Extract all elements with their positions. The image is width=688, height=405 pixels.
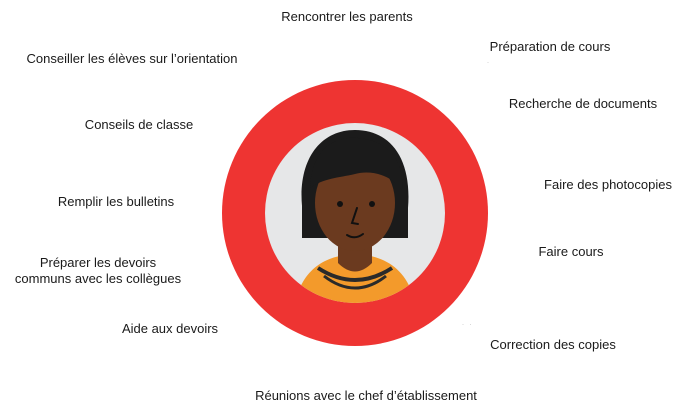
collar-stripe — [316, 266, 394, 282]
task-faire-cours: Faire cours — [538, 244, 603, 260]
mouth-line — [346, 233, 364, 239]
task-aide-aux-devoirs: Aide aux devoirs — [122, 321, 218, 337]
nose-line — [350, 207, 359, 225]
task-conseiller-orientation: Conseiller les élèves sur l’orientation — [27, 51, 238, 67]
task-faire-des-photocopies: Faire des photocopies — [544, 177, 672, 193]
task-label: Faire des photocopies — [544, 177, 672, 192]
task-label: Préparation de cours — [489, 39, 611, 54]
task-label: Aide aux devoirs — [121, 321, 219, 336]
task-preparation-de-cours: Préparation de cours — [490, 39, 611, 55]
task-label-line-1: Préparer les devoirs — [39, 255, 157, 270]
face-shape — [315, 155, 395, 251]
decorative-dots: · · — [462, 322, 474, 328]
collar-stripe — [323, 274, 387, 290]
teacher-avatar-icon — [290, 130, 420, 303]
task-recherche-de-documents: Recherche de documents — [509, 96, 657, 112]
decorative-dots: · — [487, 60, 491, 66]
task-label: Correction des copies — [490, 337, 616, 352]
task-label: Réunions avec le chef d’établissement — [255, 388, 477, 403]
eye-left — [337, 201, 343, 207]
task-conseils-de-classe: Conseils de classe — [85, 117, 193, 133]
task-correction-des-copies: Correction des copies — [490, 337, 616, 353]
task-label: Rencontrer les parents — [281, 9, 413, 24]
task-rencontrer-les-parents: Rencontrer les parents — [281, 9, 413, 25]
hair-fringe — [310, 137, 403, 190]
task-label-line-2: communs avec les collègues — [14, 271, 182, 286]
task-label: Remplir les bulletins — [57, 194, 175, 209]
shirt-shape — [290, 254, 420, 303]
task-remplir-les-bulletins: Remplir les bulletins — [58, 194, 174, 210]
task-label: Conseils de classe — [84, 117, 194, 132]
task-reunions-chef-etablissement: Réunions avec le chef d’établissement — [255, 388, 477, 404]
task-label: Recherche de documents — [508, 96, 658, 111]
task-label: Conseiller les élèves sur l’orientation — [26, 51, 238, 66]
task-preparer-devoirs-communs: Préparer les devoirs communs avec les co… — [0, 255, 198, 287]
eye-right — [369, 201, 375, 207]
center-ring — [222, 80, 488, 346]
task-label: Faire cours — [538, 244, 604, 259]
